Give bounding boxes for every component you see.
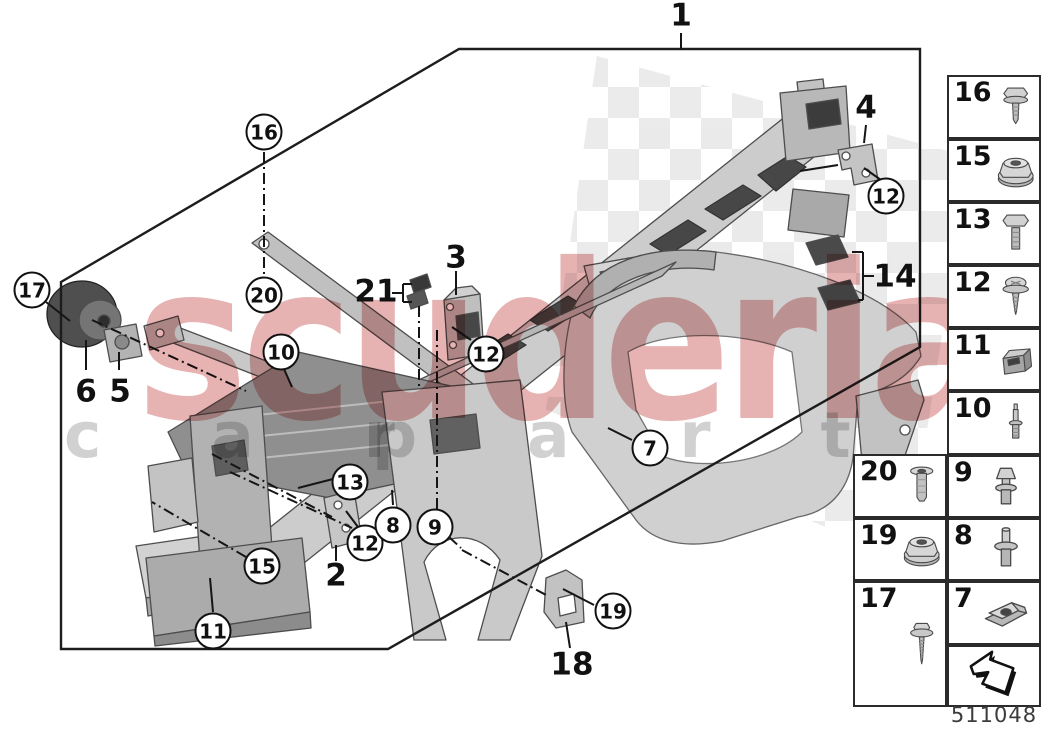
leader-line-dashdot xyxy=(448,536,462,549)
callout-circle-17: 17 xyxy=(13,271,51,309)
hex-bolt-washer-icon xyxy=(1002,87,1028,125)
legend-box-9: 9 xyxy=(947,455,1041,518)
callout-circle-9: 9 xyxy=(416,508,454,546)
leader-line-dashdot xyxy=(229,471,353,529)
leader-lines xyxy=(45,33,882,649)
legend-number: 9 xyxy=(954,457,973,488)
leader-line-dashdot xyxy=(91,319,247,392)
screw-washer-icon xyxy=(1002,276,1029,315)
legend-box-16: 16 xyxy=(947,75,1041,139)
legend-box-19: 19 xyxy=(853,518,947,581)
legend-number: 20 xyxy=(860,456,898,487)
callout-circle-16: 16 xyxy=(245,113,283,151)
legend-box-17: 17 xyxy=(853,581,947,707)
leader-line xyxy=(345,510,359,528)
legend-number: 16 xyxy=(954,77,992,108)
callout-label-6: 6 xyxy=(75,373,97,410)
pin-rivet-icon xyxy=(994,526,1018,567)
legend-number: 10 xyxy=(954,393,992,424)
legend-box-15: 15 xyxy=(947,139,1041,202)
flange-nut-icon xyxy=(903,536,940,566)
clip-nut-icon xyxy=(984,602,1028,627)
leader-line-dashdot xyxy=(151,501,247,558)
callout-circle-12: 12 xyxy=(467,335,505,373)
callout-label-1: 1 xyxy=(670,0,692,34)
blind-rivet-icon xyxy=(909,466,933,502)
leader-line xyxy=(451,326,472,341)
stud-rivet-icon xyxy=(1008,403,1023,439)
callout-label-2: 2 xyxy=(325,557,347,594)
leader-line xyxy=(45,301,71,322)
leader-line xyxy=(297,478,334,489)
legend-number: 8 xyxy=(954,520,973,551)
legend-box-13: 13 xyxy=(947,202,1041,265)
leader-line xyxy=(562,588,595,606)
long-screw-icon xyxy=(909,622,933,665)
legend-number: 11 xyxy=(954,330,992,361)
callout-circle-13: 13 xyxy=(331,463,369,501)
leader-line xyxy=(607,427,633,441)
leader-line xyxy=(799,164,839,172)
legend-box-20: 20 xyxy=(853,454,947,518)
callout-circle-8: 8 xyxy=(374,506,412,544)
legend-number: 19 xyxy=(860,520,898,551)
leader-line-dashdot xyxy=(211,453,333,518)
callout-circle-11: 11 xyxy=(194,612,232,650)
leader-line xyxy=(565,621,571,649)
callout-circle-19: 19 xyxy=(594,592,632,630)
legend-number: 15 xyxy=(954,141,992,172)
legend-number: 13 xyxy=(954,204,992,235)
callout-label-3: 3 xyxy=(445,239,467,276)
legend-number: 7 xyxy=(954,583,973,614)
legend-box-10: 10 xyxy=(947,391,1041,455)
legend-box-12: 12 xyxy=(947,265,1041,328)
legend-number: 17 xyxy=(860,583,898,614)
legend-box-8: 8 xyxy=(947,518,1041,581)
diagram-code: 511048 xyxy=(950,703,1038,727)
leader-line-dashdot xyxy=(461,549,549,597)
callout-label-5: 5 xyxy=(109,373,131,410)
legend-box-7: 7 xyxy=(947,581,1041,645)
leader-line xyxy=(863,124,867,144)
expansion-rivet-icon xyxy=(994,467,1017,504)
callout-label-4: 4 xyxy=(855,89,877,126)
callout-label-21: 21 xyxy=(354,273,398,310)
callout-circle-20: 20 xyxy=(245,276,283,314)
legend-number: 12 xyxy=(954,267,992,298)
callout-label-14: 14 xyxy=(873,258,917,295)
cage-nut-icon xyxy=(1002,347,1032,375)
diagram-border xyxy=(59,47,922,651)
callout-circle-15: 15 xyxy=(243,547,281,585)
callout-circle-10: 10 xyxy=(262,333,300,371)
callout-circle-7: 7 xyxy=(631,429,669,467)
callout-circle-12: 12 xyxy=(867,177,905,215)
legend-arrow-box xyxy=(947,645,1041,707)
callout-label-18: 18 xyxy=(550,646,594,683)
leader-line xyxy=(283,368,293,388)
flange-nut-icon xyxy=(997,157,1034,187)
hex-bolt-icon xyxy=(1002,213,1029,250)
leader-line xyxy=(391,489,394,506)
leader-line xyxy=(209,577,214,613)
direction-arrow-icon xyxy=(969,650,1018,698)
legend-box-11: 11 xyxy=(947,328,1041,391)
